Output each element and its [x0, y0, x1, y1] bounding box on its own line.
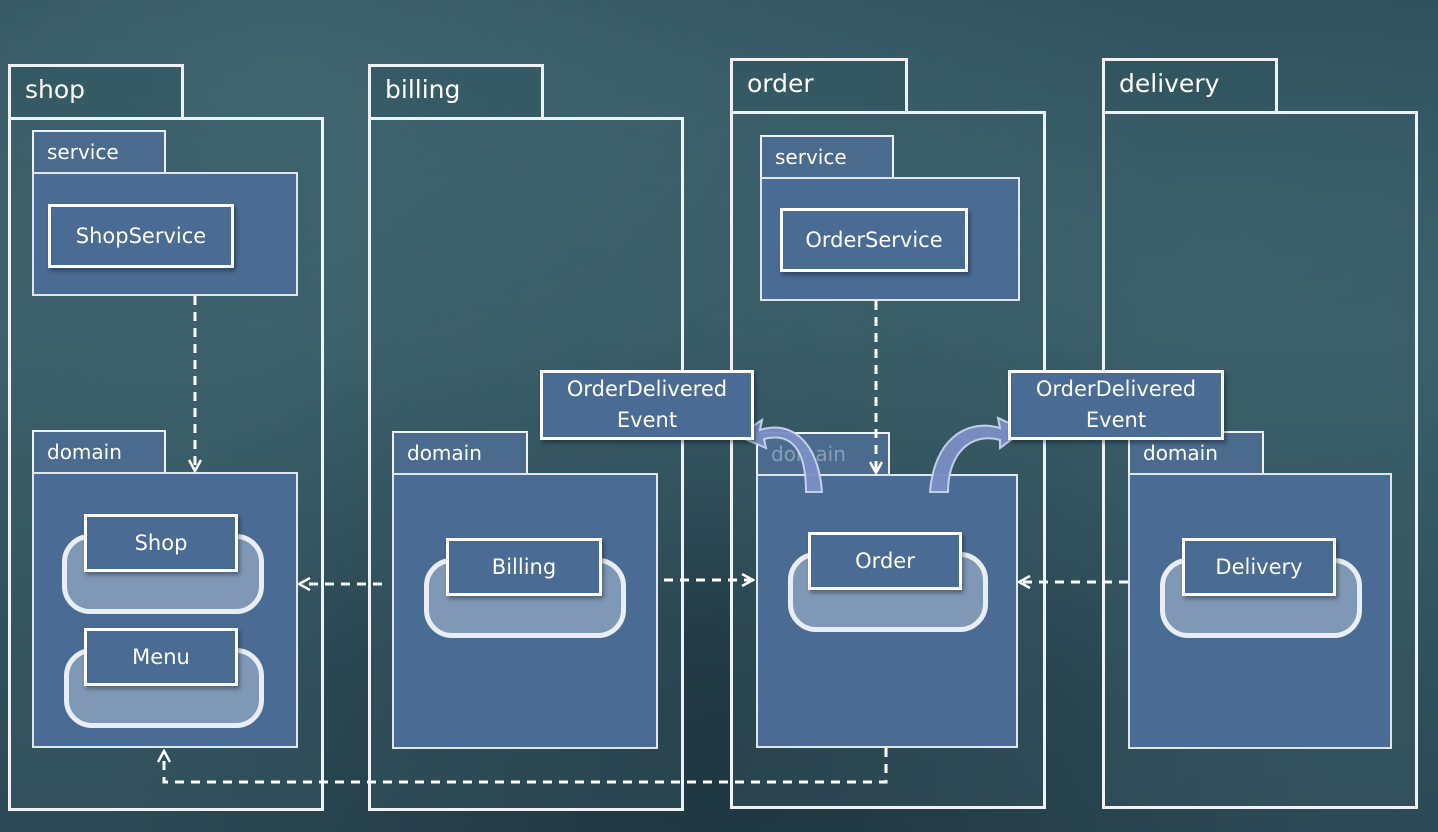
class-order: Order	[808, 532, 962, 590]
package-tab-billing: billing	[368, 64, 544, 120]
class-delivery: Delivery	[1182, 538, 1336, 596]
class-shop: Shop	[84, 514, 238, 572]
package-label-billing: billing	[385, 75, 461, 104]
class-order-service: OrderService	[780, 208, 968, 272]
subpackage-tab-shop-domain: domain	[32, 430, 166, 474]
event-line-1: OrderDelivered	[566, 377, 728, 401]
subpackage-tab-shop-service: service	[32, 130, 166, 174]
subpackage-tab-billing-domain: domain	[392, 431, 528, 475]
subpackage-tab-order-service: service	[760, 135, 894, 179]
subpackage-label: domain	[407, 441, 482, 465]
dependency-arrow-order-shop	[164, 748, 888, 784]
subpackage-label: service	[775, 145, 847, 169]
package-label-delivery: delivery	[1119, 69, 1220, 98]
event-order-delivered-left: OrderDelivered Event	[540, 370, 754, 440]
event-line-2: Event	[616, 408, 678, 432]
subpackage-label: domain	[47, 440, 122, 464]
package-tab-shop: shop	[8, 64, 184, 120]
package-tab-order: order	[730, 58, 908, 114]
event-line-2: Event	[1085, 408, 1147, 432]
package-tab-delivery: delivery	[1102, 58, 1278, 114]
subpackage-label: service	[47, 140, 119, 164]
class-shop-service: ShopService	[48, 204, 234, 268]
event-line-1: OrderDelivered	[1035, 377, 1197, 401]
event-order-delivered-right: OrderDelivered Event	[1008, 370, 1224, 440]
subpackage-tab-order-domain: domain	[756, 432, 890, 476]
package-label-shop: shop	[25, 75, 86, 104]
class-menu: Menu	[84, 628, 238, 686]
class-billing: Billing	[446, 538, 602, 596]
subpackage-label: domain	[1143, 441, 1218, 465]
package-label-order: order	[747, 69, 814, 98]
